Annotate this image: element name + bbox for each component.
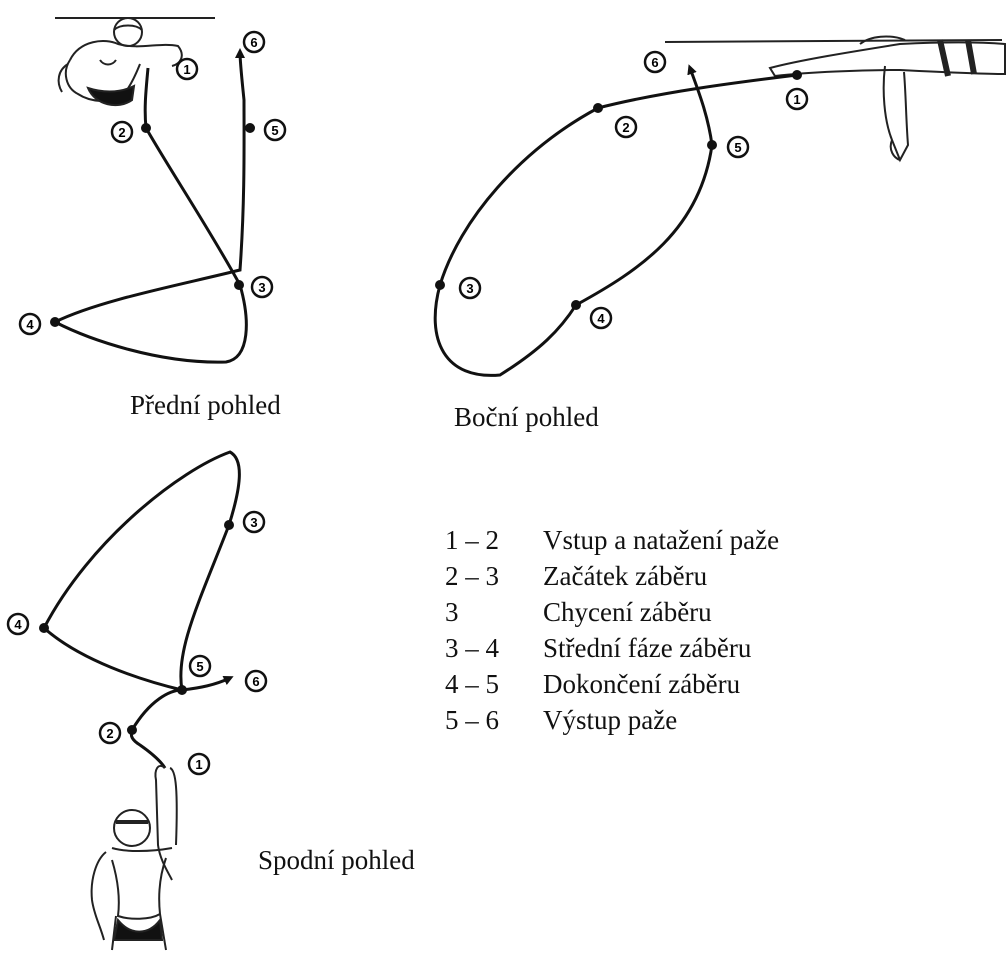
svg-text:2: 2 xyxy=(622,120,629,135)
side-point-1 xyxy=(792,70,802,80)
phase-legend: 1 – 2 Vstup a natažení paže 2 – 3 Začáte… xyxy=(445,522,779,738)
side-marker-2: 2 xyxy=(616,117,636,137)
side-marker-5: 5 xyxy=(728,137,748,157)
svg-text:1: 1 xyxy=(183,62,190,77)
bottom-point-5 xyxy=(177,685,187,695)
front-point-5 xyxy=(245,123,255,133)
bottom-exit-arrow xyxy=(182,678,230,690)
svg-text:6: 6 xyxy=(252,674,259,689)
svg-text:5: 5 xyxy=(271,123,278,138)
side-path xyxy=(435,68,797,375)
front-marker-1: 1 xyxy=(177,59,197,79)
legend-item: 3 Chycení záběru xyxy=(445,594,779,630)
svg-text:4: 4 xyxy=(597,311,605,326)
svg-text:6: 6 xyxy=(250,35,257,50)
side-marker-3: 3 xyxy=(460,278,480,298)
svg-text:6: 6 xyxy=(651,55,658,70)
legend-range: 5 – 6 xyxy=(445,702,543,738)
legend-range: 2 – 3 xyxy=(445,558,543,594)
front-view-caption: Přední pohled xyxy=(130,392,281,419)
svg-text:4: 4 xyxy=(14,617,22,632)
front-marker-6: 6 xyxy=(244,32,264,52)
legend-range: 3 – 4 xyxy=(445,630,543,666)
svg-text:1: 1 xyxy=(195,757,202,772)
legend-range: 1 – 2 xyxy=(445,522,543,558)
side-point-2 xyxy=(593,103,603,113)
legend-text: Začátek záběru xyxy=(543,558,707,594)
front-point-3 xyxy=(234,280,244,290)
swimmer-bottom-figure xyxy=(92,766,177,950)
front-point-2 xyxy=(141,123,151,133)
svg-text:2: 2 xyxy=(106,726,113,741)
front-point-4 xyxy=(50,317,60,327)
legend-item: 3 – 4 Střední fáze záběru xyxy=(445,630,779,666)
front-view: 1 6 2 5 3 4 xyxy=(20,18,285,362)
legend-text: Střední fáze záběru xyxy=(543,630,751,666)
legend-range: 3 xyxy=(445,594,543,630)
svg-text:3: 3 xyxy=(258,280,265,295)
side-marker-6: 6 xyxy=(645,52,665,72)
bottom-marker-2: 2 xyxy=(100,723,120,743)
bottom-point-2 xyxy=(127,725,137,735)
front-path xyxy=(55,52,246,362)
legend-item: 5 – 6 Výstup paže xyxy=(445,702,779,738)
front-marker-5: 5 xyxy=(265,120,285,140)
front-marker-4: 4 xyxy=(20,314,40,334)
side-view: 6 1 2 5 3 4 xyxy=(435,37,1005,376)
svg-text:3: 3 xyxy=(250,515,257,530)
bottom-view-caption: Spodní pohled xyxy=(258,847,415,874)
svg-text:5: 5 xyxy=(196,659,203,674)
legend-item: 1 – 2 Vstup a natažení paže xyxy=(445,522,779,558)
svg-text:1: 1 xyxy=(793,92,800,107)
svg-text:5: 5 xyxy=(734,140,741,155)
bottom-marker-3: 3 xyxy=(244,512,264,532)
legend-range: 4 – 5 xyxy=(445,666,543,702)
legend-item: 4 – 5 Dokončení záběru xyxy=(445,666,779,702)
side-marker-1: 1 xyxy=(787,89,807,109)
bottom-path xyxy=(44,452,239,768)
legend-text: Výstup paže xyxy=(543,702,677,738)
legend-text: Vstup a natažení paže xyxy=(543,522,779,558)
swimmer-side-arm-figure xyxy=(665,37,1005,160)
bottom-marker-4: 4 xyxy=(8,614,28,634)
side-point-3 xyxy=(435,280,445,290)
svg-text:4: 4 xyxy=(26,317,34,332)
bottom-marker-1: 1 xyxy=(189,754,209,774)
front-marker-3: 3 xyxy=(252,277,272,297)
side-view-caption: Boční pohled xyxy=(454,404,599,431)
bottom-point-3 xyxy=(224,520,234,530)
legend-text: Chycení záběru xyxy=(543,594,712,630)
legend-item: 2 – 3 Začátek záběru xyxy=(445,558,779,594)
svg-text:2: 2 xyxy=(118,125,125,140)
bottom-marker-5: 5 xyxy=(190,656,210,676)
bottom-point-4 xyxy=(39,623,49,633)
bottom-view: 3 4 5 6 2 1 xyxy=(8,452,266,950)
side-point-4 xyxy=(571,300,581,310)
front-marker-2: 2 xyxy=(112,122,132,142)
side-point-5 xyxy=(707,140,717,150)
bottom-marker-6: 6 xyxy=(246,671,266,691)
side-marker-4: 4 xyxy=(591,308,611,328)
svg-text:3: 3 xyxy=(466,281,473,296)
legend-text: Dokončení záběru xyxy=(543,666,740,702)
